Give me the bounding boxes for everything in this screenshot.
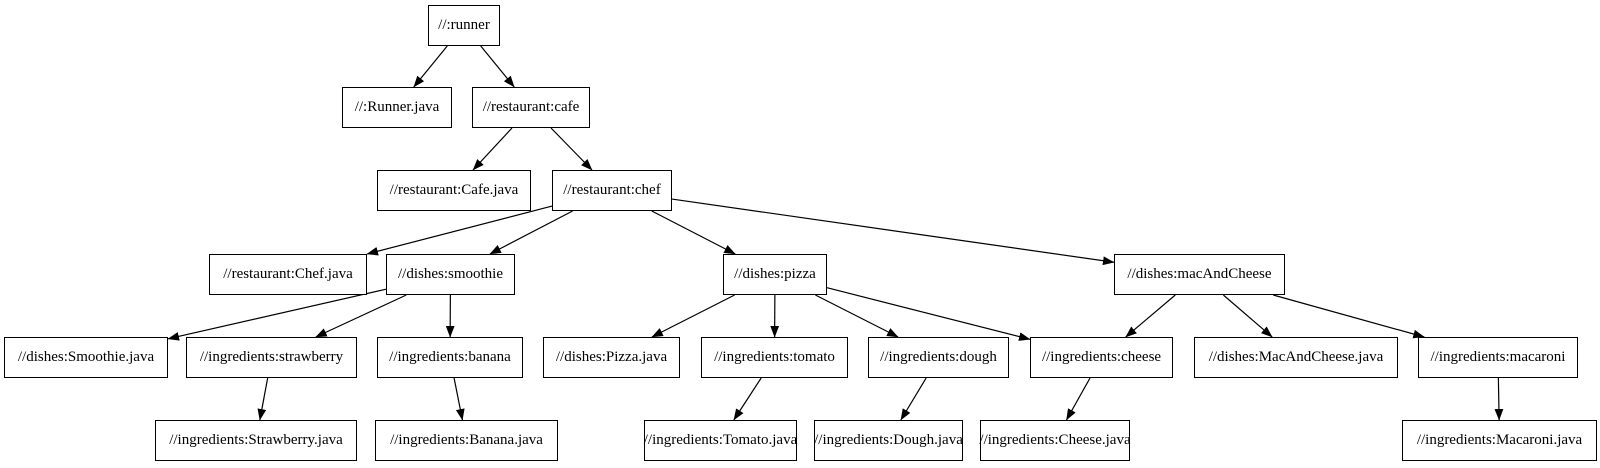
graph-node-dough: //ingredients:dough — [868, 337, 1009, 378]
edge-cheese-to-cheese_java — [1065, 377, 1091, 421]
edge-cafe-to-chef — [550, 127, 593, 171]
graph-node-tomato: //ingredients:tomato — [701, 337, 848, 378]
edge-runner-to-runner_java — [413, 45, 448, 88]
graph-node-label: //restaurant:chef — [563, 182, 661, 198]
graph-node-label: //ingredients:Cheese.java — [979, 432, 1131, 448]
graph-node-label: //dishes:macAndCheese — [1127, 266, 1272, 282]
graph-node-label: //ingredients:Banana.java — [390, 432, 543, 448]
edge-pizza-to-cheese — [826, 287, 1031, 341]
graph-node-label: //dishes:Pizza.java — [555, 349, 668, 365]
edge-dough-to-dough_java — [900, 377, 927, 421]
graph-node-cafe_java: //restaurant:Cafe.java — [377, 170, 531, 211]
edge-chef-to-smoothie — [489, 210, 573, 255]
graph-node-label: //restaurant:Chef.java — [223, 266, 353, 282]
edge-pizza-to-pizza_java — [651, 294, 735, 338]
graph-node-label: //ingredients:banana — [389, 349, 511, 365]
graph-node-smoothie: //dishes:smoothie — [386, 254, 515, 295]
edge-pizza-to-dough — [815, 294, 899, 338]
edge-macandcheese-to-macandcheese_java — [1222, 294, 1273, 338]
graph-node-label: //ingredients:Dough.java — [814, 432, 963, 448]
graph-node-label: //ingredients:tomato — [714, 349, 835, 365]
graph-node-label: //restaurant:cafe — [482, 99, 580, 115]
graph-node-macaroni: //ingredients:macaroni — [1418, 337, 1578, 378]
graph-node-label: //ingredients:strawberry — [199, 349, 344, 365]
graph-node-label: //dishes:Smoothie.java — [17, 349, 155, 365]
edge-smoothie-to-strawberry — [315, 294, 407, 338]
graph-node-label: //restaurant:Cafe.java — [389, 182, 519, 198]
edge-smoothie-to-smoothie_java — [167, 288, 387, 341]
graph-node-cheese: //ingredients:cheese — [1030, 337, 1173, 378]
graph-node-macaroni_java: //ingredients:Macaroni.java — [1402, 420, 1597, 461]
graph-node-label: //ingredients:cheese — [1041, 349, 1162, 365]
edge-runner-to-cafe — [480, 45, 515, 88]
graph-node-cheese_java: //ingredients:Cheese.java — [979, 420, 1131, 461]
graph-node-pizza: //dishes:pizza — [723, 254, 827, 295]
graph-node-tomato_java: //ingredients:Tomato.java — [644, 420, 797, 461]
graph-node-banana: //ingredients:banana — [377, 337, 523, 378]
graph-node-chef_java: //restaurant:Chef.java — [209, 254, 367, 295]
graph-node-label: //ingredients:Strawberry.java — [169, 432, 343, 448]
graph-node-strawberry_java: //ingredients:Strawberry.java — [155, 420, 357, 461]
edge-chef-to-chef_java — [366, 205, 553, 256]
graph-node-strawberry: //ingredients:strawberry — [186, 337, 357, 378]
edge-group — [167, 45, 1504, 421]
graph-node-label: //ingredients:Tomato.java — [643, 432, 798, 448]
graph-node-cafe: //restaurant:cafe — [472, 87, 590, 128]
graph-node-label: //ingredients:Macaroni.java — [1416, 432, 1583, 448]
edge-tomato-to-tomato_java — [733, 377, 762, 421]
graph-node-label: //:runner — [438, 17, 490, 33]
graph-node-runner: //:runner — [428, 5, 500, 46]
graph-node-label: //dishes:smoothie — [398, 266, 503, 282]
edge-chef-to-pizza — [651, 210, 736, 255]
graph-node-smoothie_java: //dishes:Smoothie.java — [4, 337, 168, 378]
edge-macaroni-to-macaroni_java — [1494, 377, 1504, 421]
graph-node-label: //dishes:MacAndCheese.java — [1208, 349, 1384, 365]
graph-node-label: //ingredients:macaroni — [1430, 349, 1566, 365]
graph-node-label: //ingredients:dough — [880, 349, 997, 365]
edge-strawberry-to-strawberry_java — [257, 377, 269, 421]
graph-node-macandcheese: //dishes:macAndCheese — [1114, 254, 1285, 295]
edge-macandcheese-to-cheese — [1125, 294, 1176, 338]
graph-node-pizza_java: //dishes:Pizza.java — [543, 337, 680, 378]
edge-chef-to-macandcheese — [671, 198, 1115, 266]
edge-banana-to-banana_java — [453, 377, 465, 421]
edge-cafe-to-cafe_java — [472, 127, 513, 171]
edge-macandcheese-to-macaroni — [1273, 294, 1425, 339]
graph-node-macandcheese_java: //dishes:MacAndCheese.java — [1194, 337, 1398, 378]
graph-node-label: //:Runner.java — [354, 99, 440, 115]
graph-node-label: //dishes:pizza — [734, 266, 816, 282]
graph-node-dough_java: //ingredients:Dough.java — [814, 420, 963, 461]
graph-node-runner_java: //:Runner.java — [342, 87, 452, 128]
graph-node-banana_java: //ingredients:Banana.java — [375, 420, 558, 461]
graph-node-chef: //restaurant:chef — [552, 170, 672, 211]
